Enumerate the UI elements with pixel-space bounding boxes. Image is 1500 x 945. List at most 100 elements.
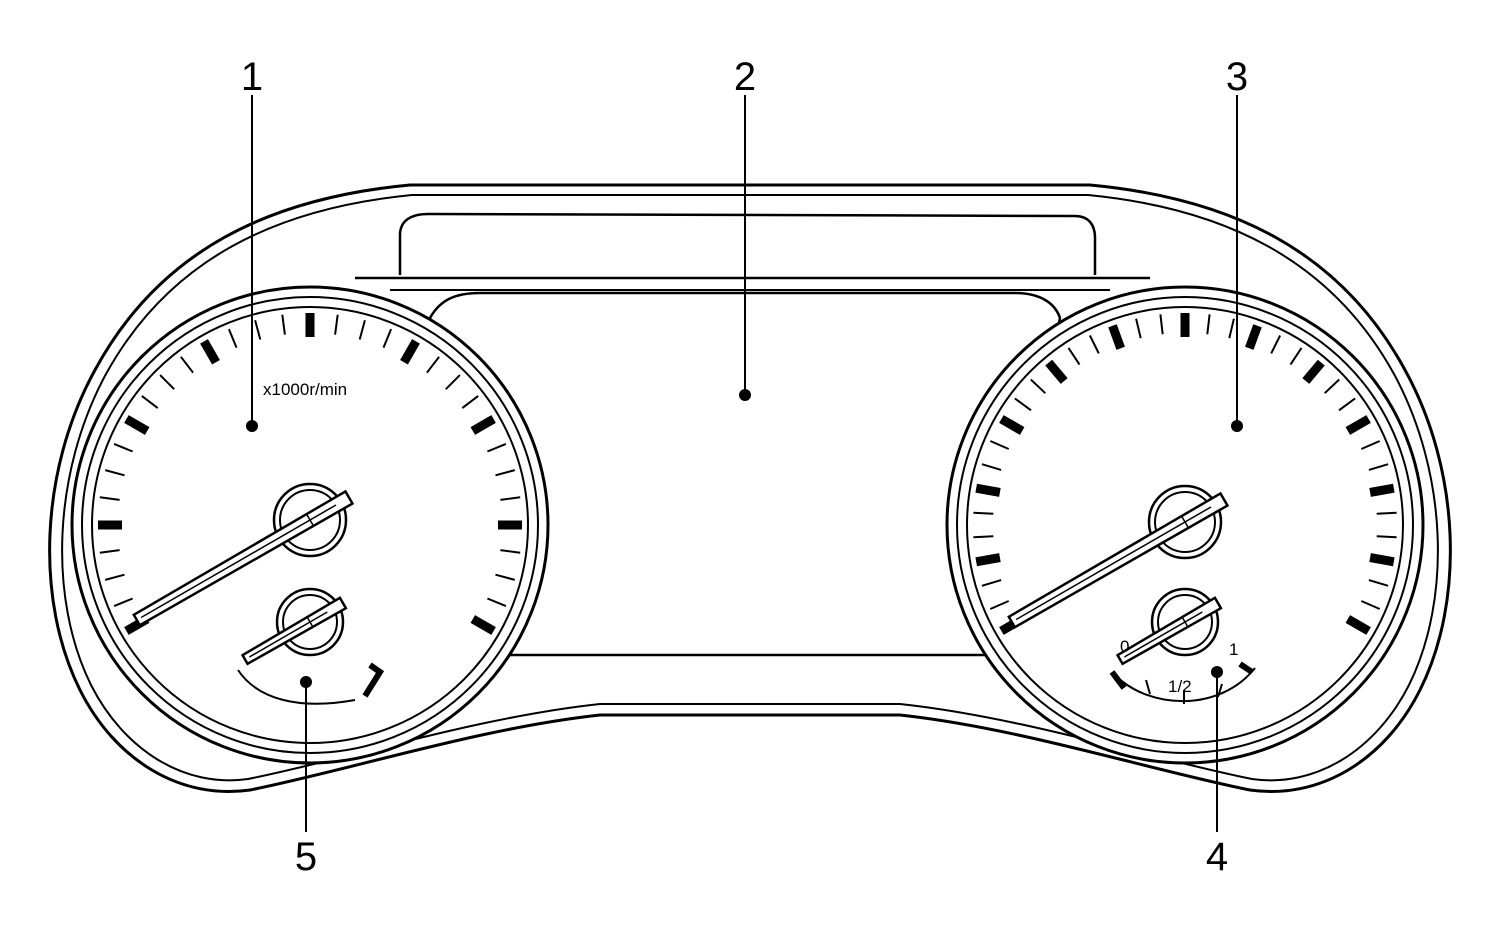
- tachometer-minor-tick: [382, 328, 393, 348]
- speedometer-minor-tick: [1030, 378, 1046, 394]
- speedometer-minor-tick: [1228, 318, 1235, 339]
- speedometer-minor-tick: [973, 535, 994, 539]
- callout-1: 1: [241, 55, 263, 432]
- speedometer-minor-tick: [1206, 314, 1211, 335]
- speedometer-major-tick: [1045, 359, 1068, 384]
- callout-2: 2: [734, 55, 756, 401]
- speedometer-minor-tick: [1376, 535, 1397, 539]
- tachometer-minor-tick: [227, 328, 238, 348]
- callout-number: 2: [734, 55, 756, 99]
- tachometer-minor-tick: [487, 442, 507, 453]
- speedometer-major-tick: [999, 415, 1025, 435]
- tachometer-minor-tick: [99, 496, 120, 501]
- tachometer-minor-tick: [113, 442, 133, 453]
- tachometer-major-tick: [200, 339, 220, 365]
- fuel-quarter-mark: [1145, 679, 1151, 695]
- speedometer-gauge: 0 1/2 1: [945, 285, 1425, 765]
- speedometer-major-tick: [975, 483, 1001, 497]
- tachometer-minor-tick: [334, 314, 339, 335]
- speedometer-minor-tick: [1014, 397, 1032, 412]
- callout-dot: [1211, 666, 1223, 678]
- speedometer-minor-tick: [989, 440, 1010, 450]
- tachometer-minor-tick: [487, 597, 507, 608]
- speedometer-minor-tick: [981, 463, 1002, 471]
- temperature-gauge-arc: [237, 669, 356, 705]
- temperature-hot-zone: [362, 662, 385, 698]
- speedometer-major-tick: [1345, 415, 1371, 435]
- speedometer-minor-tick: [1289, 347, 1303, 366]
- callout-5: 5: [295, 676, 317, 879]
- speedometer-minor-tick: [1067, 347, 1081, 366]
- speedometer-major-tick: [1369, 553, 1395, 567]
- speedometer-minor-tick: [1360, 600, 1381, 610]
- tachometer-minor-tick: [500, 549, 521, 554]
- tachometer-minor-tick: [99, 549, 120, 554]
- tachometer-minor-tick: [180, 356, 194, 374]
- fuel-full-mark: [1238, 661, 1254, 675]
- tachometer-minor-tick: [461, 395, 479, 409]
- callout-number: 4: [1206, 835, 1228, 879]
- speedometer-minor-tick: [973, 511, 994, 515]
- speedometer-minor-tick: [1270, 335, 1281, 354]
- tachometer-major-tick: [124, 415, 150, 435]
- tachometer-minor-tick: [254, 319, 262, 340]
- speedometer-major-tick: [1245, 324, 1262, 350]
- speedometer-minor-tick: [1324, 378, 1340, 394]
- callout-dot: [300, 676, 312, 688]
- tachometer-needle: [132, 489, 355, 627]
- speedometer-needle: [1007, 491, 1230, 629]
- fuel-empty-label: 0: [1120, 637, 1129, 656]
- tachometer-major-tick: [470, 415, 496, 435]
- fuel-needle: [1115, 596, 1223, 666]
- callout-3: 3: [1226, 55, 1248, 432]
- cluster-housing-inner: [61, 194, 1439, 782]
- speedometer-major-tick: [1302, 359, 1325, 384]
- speedometer-minor-tick: [989, 600, 1010, 610]
- center-display: [428, 291, 1062, 657]
- cluster-hood: [398, 212, 1097, 275]
- callout-number: 5: [295, 835, 317, 879]
- tachometer-minor-tick: [358, 319, 366, 340]
- tachometer-major-tick: [470, 615, 496, 635]
- callout-number: 1: [241, 55, 263, 99]
- tachometer-minor-tick: [500, 496, 521, 501]
- speedometer-major-tick: [975, 553, 1001, 567]
- speedometer-minor-tick: [1368, 579, 1389, 587]
- callout-dot: [739, 389, 751, 401]
- callout-dot: [246, 420, 258, 432]
- tachometer-major-tick: [400, 339, 420, 365]
- tachometer-minor-tick: [159, 374, 175, 390]
- speedometer-minor-tick: [1338, 397, 1356, 412]
- speedometer-minor-tick: [1368, 463, 1389, 471]
- fuel-full-label: 1: [1229, 640, 1238, 659]
- tachometer-minor-tick: [426, 356, 440, 374]
- fuel-empty-mark: [1109, 670, 1127, 690]
- speedometer-minor-tick: [1376, 511, 1397, 515]
- speedometer-minor-tick: [1089, 335, 1100, 354]
- tachometer-minor-tick: [495, 469, 516, 477]
- speedometer-major-tick: [1369, 483, 1395, 497]
- tachometer-minor-tick: [104, 573, 125, 581]
- speedometer-minor-tick: [1360, 440, 1381, 450]
- tachometer-minor-tick: [281, 314, 286, 335]
- speedometer-major-tick: [1345, 615, 1371, 635]
- callout-dot: [1231, 420, 1243, 432]
- speedometer-minor-tick: [1159, 314, 1164, 335]
- tachometer-minor-tick: [445, 374, 461, 390]
- temperature-needle: [240, 596, 348, 666]
- speedometer-minor-tick: [981, 579, 1002, 587]
- callout-4: 4: [1206, 666, 1228, 879]
- tachometer-unit-label: x1000r/min: [263, 380, 347, 399]
- fuel-three-quarter-mark: [1217, 683, 1223, 698]
- speedometer-ticks: [973, 313, 1397, 635]
- speedometer-major-tick: [1108, 324, 1125, 350]
- tachometer-minor-tick: [113, 597, 133, 608]
- tachometer-minor-tick: [104, 469, 125, 477]
- tachometer-minor-tick: [495, 573, 516, 581]
- cluster-housing-outer: [48, 183, 1452, 793]
- callout-number: 3: [1226, 55, 1248, 99]
- fuel-half-label: 1/2: [1168, 677, 1192, 696]
- tachometer-gauge: x1000r/min: [70, 285, 550, 765]
- speedometer-minor-tick: [1135, 318, 1142, 339]
